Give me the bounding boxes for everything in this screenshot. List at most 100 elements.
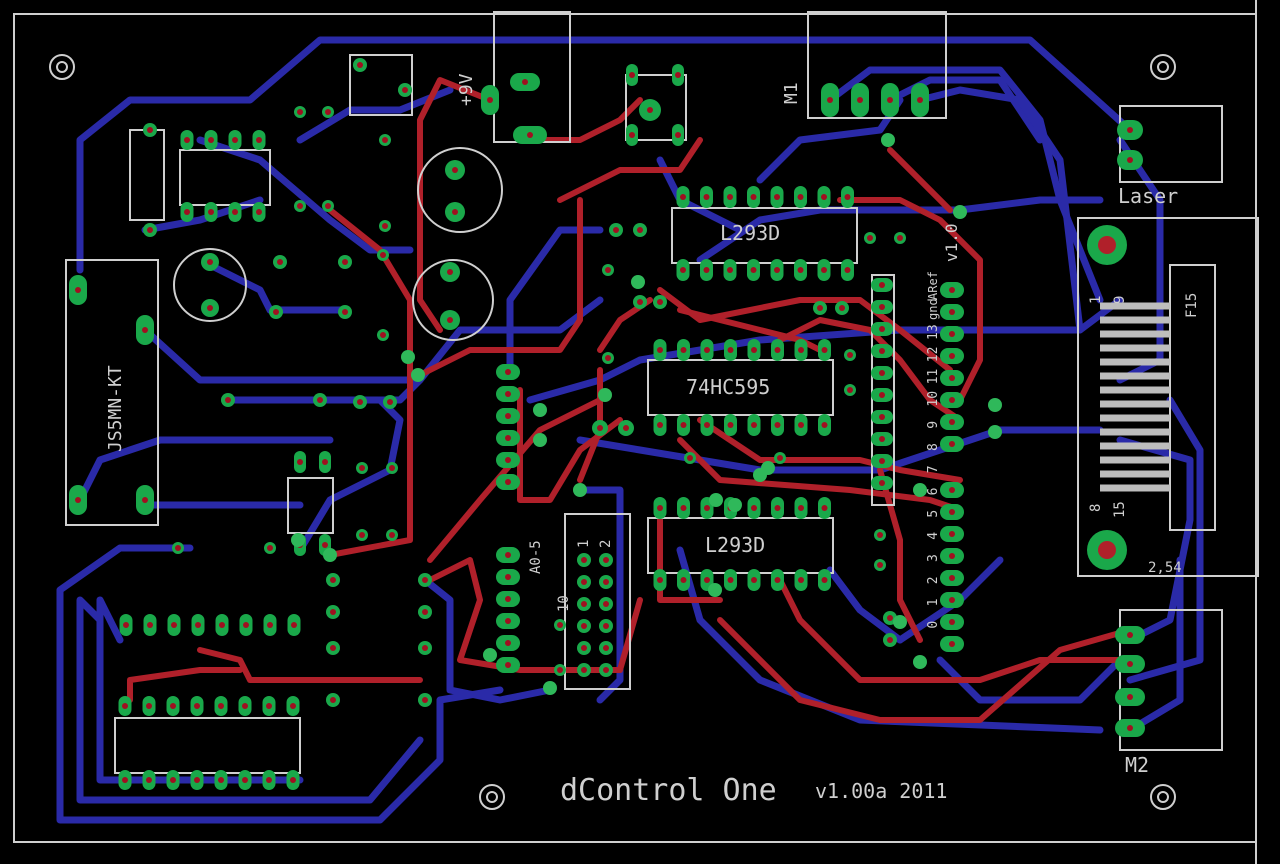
- ic-pin: [286, 696, 300, 716]
- ic-pin: [747, 186, 760, 208]
- m1-pin: [881, 83, 899, 117]
- ic-pin: [700, 414, 714, 436]
- buzzer-pin: [201, 253, 219, 271]
- header-pin: [496, 408, 520, 424]
- ic-pin: [771, 497, 784, 519]
- idc-pin: [577, 575, 591, 589]
- cap-pin: [864, 232, 876, 244]
- idc-pin: [577, 553, 591, 567]
- ic-pin: [653, 339, 667, 361]
- ic-pin: [747, 259, 760, 281]
- resistor-pin: [602, 264, 614, 276]
- mounting-hole-bl: [479, 784, 505, 810]
- laser-pin: [1117, 120, 1143, 140]
- ic-pin: [794, 186, 807, 208]
- label-pin-2: 2: [598, 540, 614, 548]
- led-pin: [353, 58, 367, 72]
- ic-pin: [238, 696, 252, 716]
- ic-pin: [676, 186, 690, 208]
- header-pin: [496, 364, 520, 380]
- via: [533, 403, 547, 417]
- ic-pin: [723, 259, 737, 281]
- header-pin: [940, 436, 964, 452]
- m1-connector-outline: [807, 11, 947, 119]
- header-pin: [940, 592, 964, 608]
- ic-pin: [700, 339, 714, 361]
- via: [881, 133, 895, 147]
- ic-pin: [204, 202, 218, 222]
- label-f-pin-1: 1: [1088, 296, 1104, 304]
- regulator-outline: [287, 477, 334, 534]
- header-strip-outline: [871, 274, 895, 506]
- header-pin: [871, 410, 893, 424]
- cap-pin: [894, 232, 906, 244]
- reg-pin: [294, 451, 306, 473]
- ic-pin: [770, 259, 784, 281]
- via: [709, 493, 723, 507]
- ic-pin: [794, 259, 807, 281]
- silkscreen-layer: [65, 11, 1259, 774]
- switch-pin: [136, 315, 154, 345]
- resistor-pin: [322, 106, 334, 118]
- label-a0-5: A0-5: [528, 540, 544, 574]
- ic-pin: [817, 186, 831, 208]
- label-js5mn: JS5MN-KT: [105, 365, 126, 452]
- label-pitch: 2,54: [1148, 560, 1182, 576]
- via: [483, 648, 497, 662]
- ic-pin: [228, 202, 242, 222]
- ic-pin: [204, 130, 218, 150]
- ic-pin: [262, 770, 276, 790]
- header-pin: [940, 570, 964, 586]
- header-pin: [496, 635, 520, 651]
- header-number-label: 5: [926, 510, 941, 518]
- label-l293d-top: L293D: [720, 221, 780, 245]
- ic-pin: [818, 339, 831, 361]
- resistor-pin: [386, 462, 398, 474]
- m1-pin: [911, 83, 929, 117]
- header-pin: [496, 474, 520, 490]
- bottom-ic-outline: [114, 717, 301, 774]
- idc-pin: [599, 597, 613, 611]
- cap-pin: [883, 633, 897, 647]
- via: [323, 548, 337, 562]
- header-number-label: 9: [926, 421, 941, 429]
- resistor-pin: [386, 529, 398, 541]
- via: [411, 368, 425, 382]
- transistor-pin: [383, 395, 397, 409]
- label-f-pin-9: 9: [1112, 296, 1128, 304]
- header-pin: [496, 591, 520, 607]
- cap-pin: [379, 220, 391, 232]
- header-pin: [940, 482, 964, 498]
- label-v10: v1.0: [942, 223, 961, 262]
- f15-pad-row: [1100, 302, 1170, 492]
- ic-pin: [190, 770, 204, 790]
- header-pin: [119, 614, 133, 636]
- power-pin: [510, 73, 540, 91]
- header-pin: [871, 344, 893, 358]
- diode-pin: [221, 393, 235, 407]
- header-number-label: 8: [926, 443, 941, 451]
- led-pin: [653, 295, 667, 309]
- power-pin: [513, 126, 547, 144]
- ic-pin: [794, 339, 808, 361]
- header-pin: [215, 614, 229, 636]
- ic-pin: [142, 696, 156, 716]
- board-title: dControl One: [560, 773, 777, 808]
- label-l293d-bottom: L293D: [705, 533, 765, 557]
- cap-pin: [618, 420, 634, 436]
- cap-pin: [844, 349, 856, 361]
- header-pin: [496, 569, 520, 585]
- header-pin: [143, 614, 157, 636]
- m2-pin: [1115, 719, 1145, 737]
- header-pin: [496, 452, 520, 468]
- js5mn-switch-outline: [65, 259, 159, 526]
- diode-pin: [269, 305, 283, 319]
- ic-pin: [190, 696, 204, 716]
- header-pin: [191, 614, 205, 636]
- header-pin: [871, 388, 893, 402]
- via: [631, 275, 645, 289]
- led-outline: [349, 54, 413, 116]
- board-version: v1.00a 2011: [815, 779, 947, 803]
- diode-pin: [273, 255, 287, 269]
